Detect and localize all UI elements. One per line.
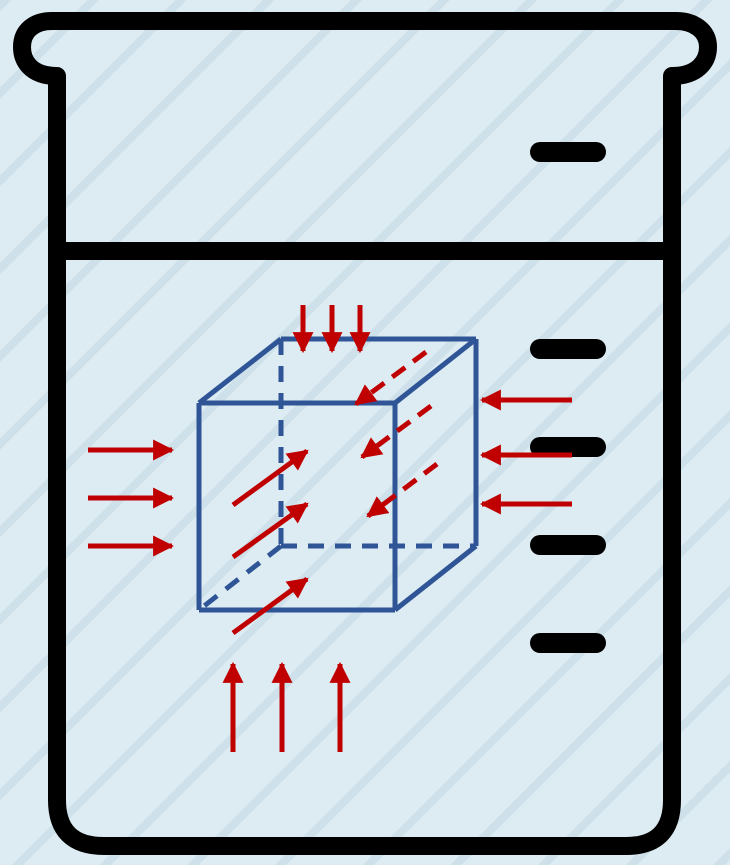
bottom-arrows: [222, 661, 351, 752]
right-arrows: [479, 389, 572, 515]
beaker-outline: [13, 12, 717, 855]
submerged-cube: [196, 336, 479, 613]
graduation-marks: [530, 142, 606, 653]
cube-edge: [197, 337, 283, 405]
back-arrows: [354, 349, 439, 518]
cube-edge: [393, 544, 478, 612]
left-arrows: [88, 439, 175, 557]
cube-visible-back-edges: [197, 336, 479, 612]
front-arrows: [231, 448, 309, 636]
pressure-arrow-diagonal-dashed: [360, 403, 433, 460]
cube-hidden-edge: [197, 544, 283, 612]
pressure-arrow-diagonal: [231, 576, 309, 636]
pressure-arrow-diagonal: [231, 448, 309, 508]
beaker-icon: [13, 12, 717, 855]
top-arrows: [292, 305, 371, 354]
cube-edge: [393, 337, 478, 405]
pressure-arrow-diagonal-dashed: [354, 349, 428, 407]
pressure-arrow-diagonal-dashed: [366, 462, 439, 518]
pressure-arrows: [88, 305, 572, 752]
pressure-arrow-diagonal: [231, 501, 309, 560]
cube-hidden-edges: [197, 339, 476, 612]
